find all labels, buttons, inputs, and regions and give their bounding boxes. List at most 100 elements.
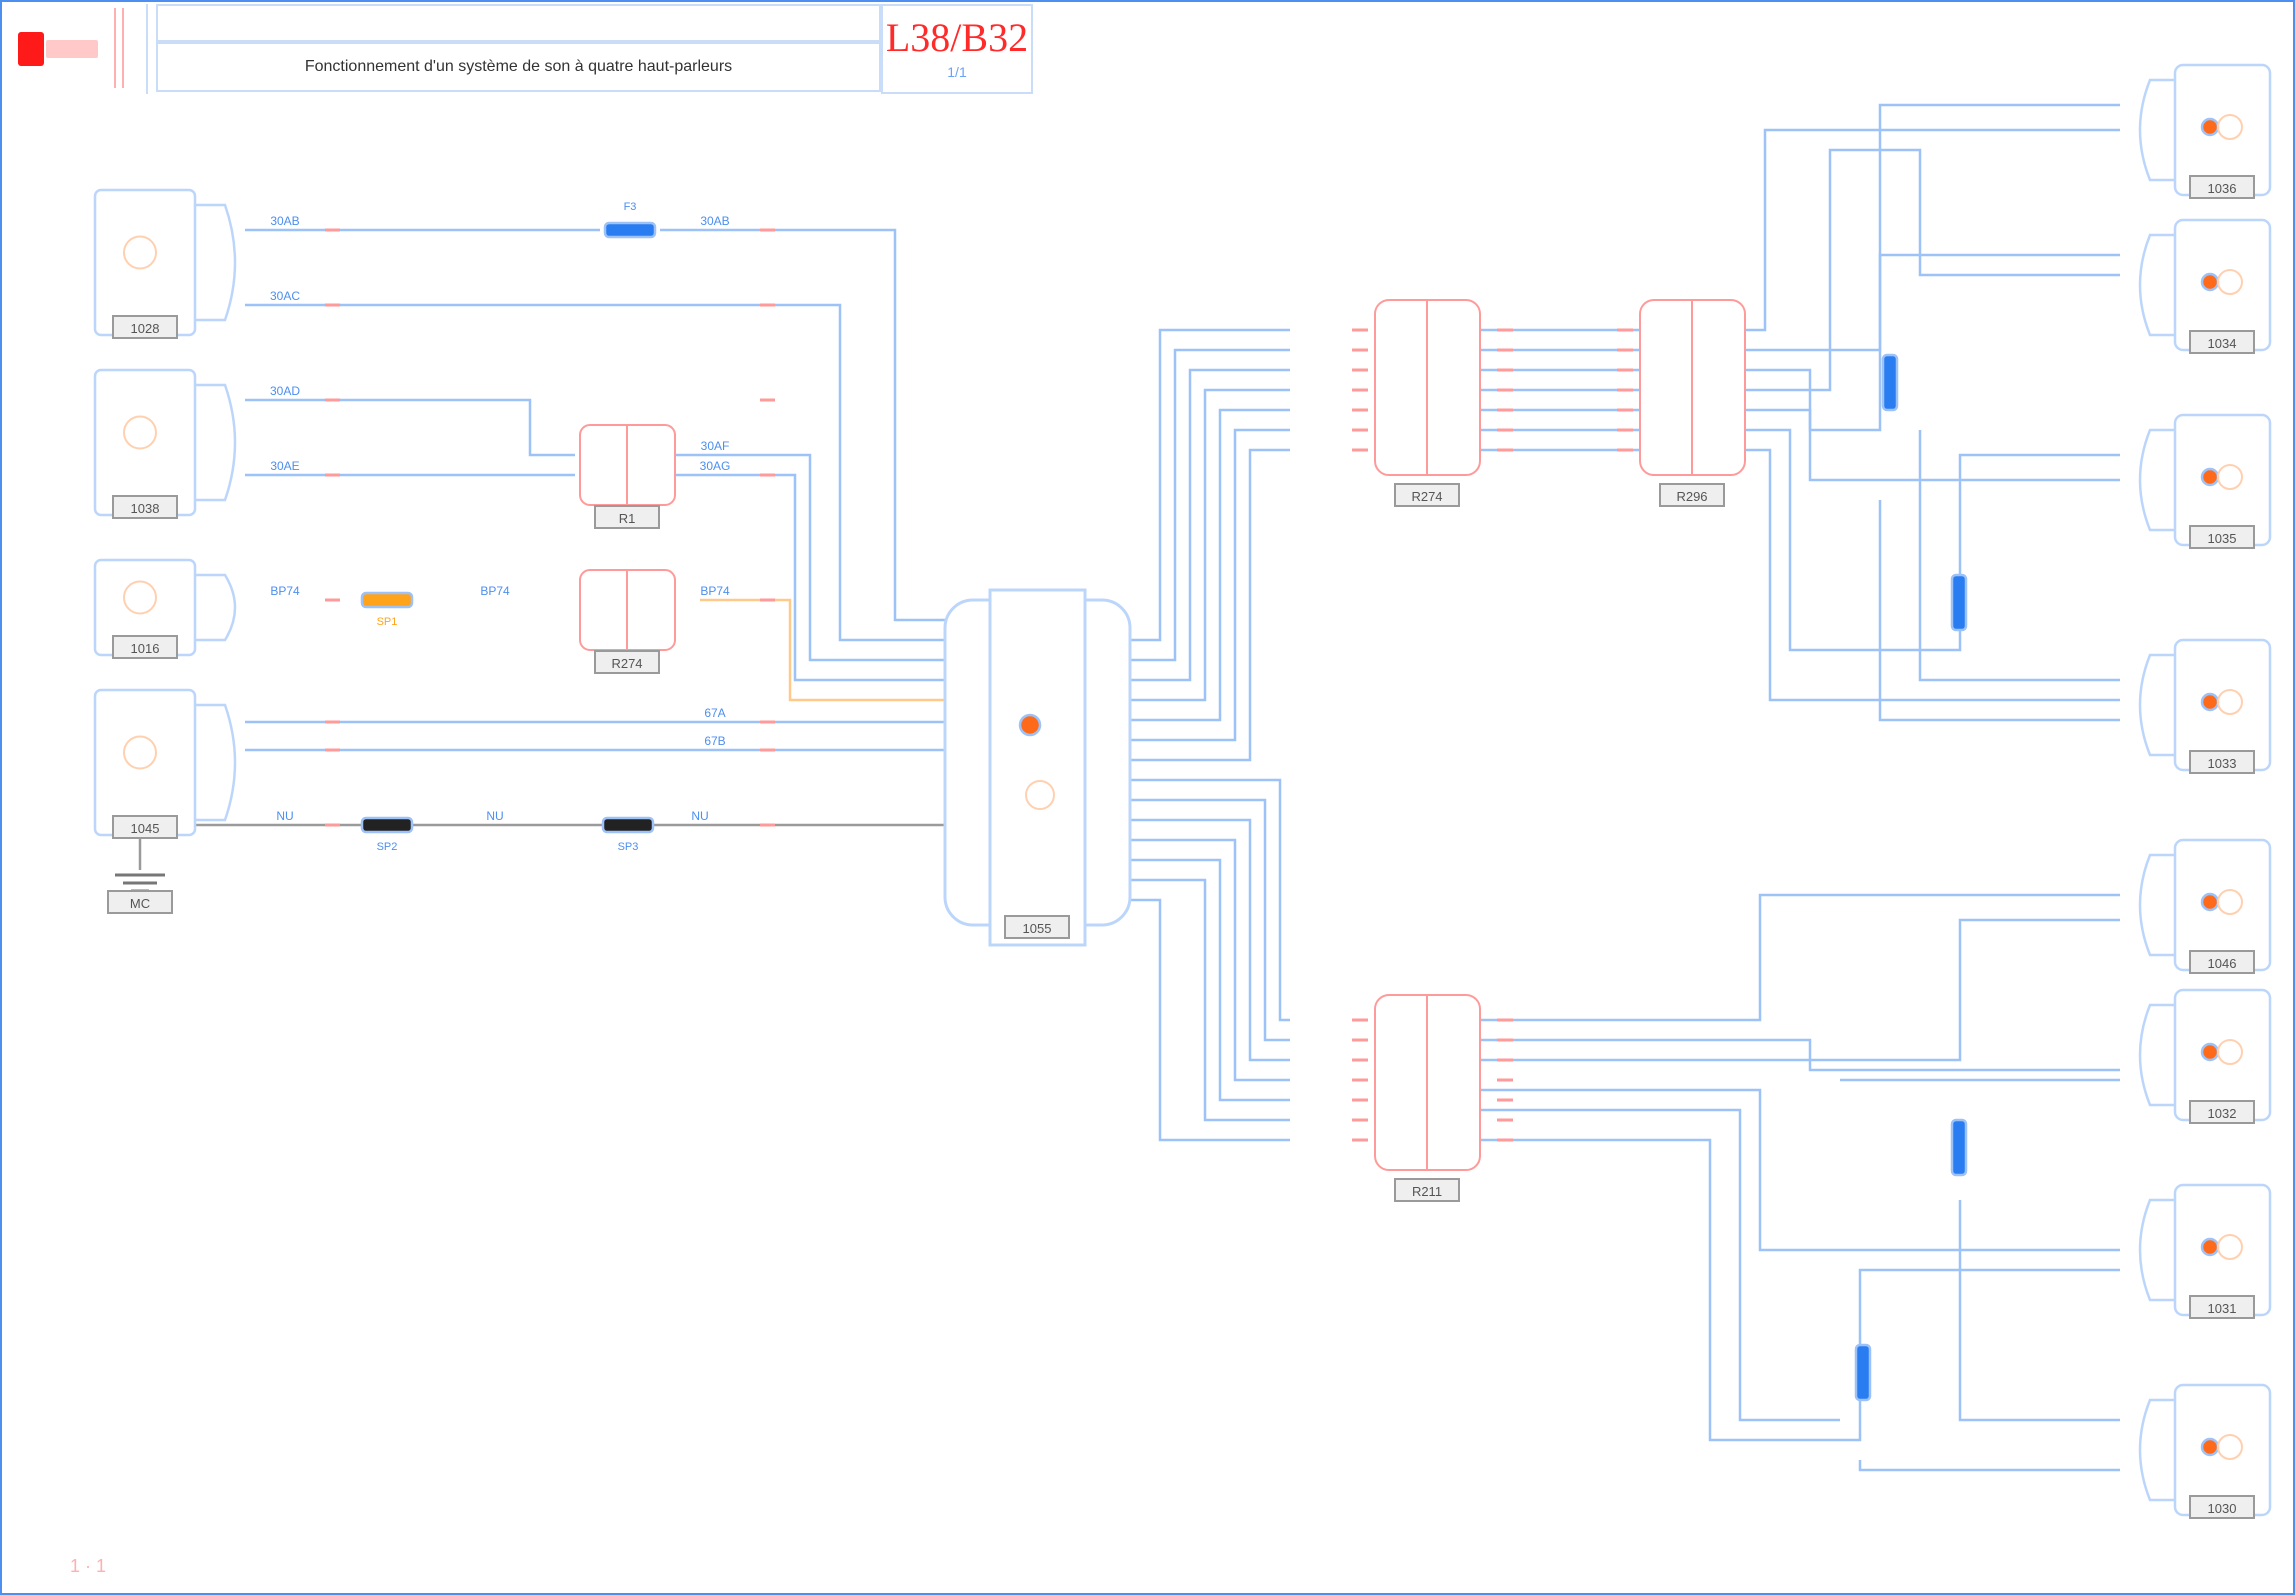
speaker-plug-8 [2138,1398,2175,1502]
speaker-ring-5 [2217,889,2243,915]
diagram-code-cell: L38/B32 1/1 [881,4,1033,94]
speaker-label-1-box [2189,175,2255,199]
diagram-code: L38/B32 [885,15,1029,60]
wire-label-w8: BP74 [270,584,300,598]
speaker-ring-1 [2217,114,2243,140]
wire-label-w9: BP74 [480,584,510,598]
ground-label-box [107,890,173,914]
central-unit-accent [1018,713,1042,737]
ground-splice-2 [601,816,655,834]
speaker-ring-3 [2217,464,2243,490]
speaker-cone-1 [2200,117,2220,137]
splice-vertical-1 [1881,353,1899,412]
speaker-cone-8 [2200,1437,2220,1457]
ground-wire [138,823,950,870]
speaker-cone-5 [2200,892,2220,912]
junction-block-label-1: R274 [1411,489,1442,504]
left-component-plug-1 [195,203,237,322]
left-component-label-1: 1028 [131,321,160,336]
speaker-ring-6 [2217,1039,2243,1065]
central-unit-symbol [1025,780,1055,810]
logo-mark [18,32,44,66]
fuse-label-2: SP1 [377,616,398,628]
ground-label: MC [130,896,150,911]
left-component-label-4-box [112,815,178,839]
speaker-label-8-box [2189,1495,2255,1519]
speaker-label-7: 1031 [2208,1301,2237,1316]
components [93,63,2272,1517]
speaker-ring-4 [2217,689,2243,715]
left-component-plug-2 [195,383,237,502]
speaker-plug-2 [2138,233,2175,337]
speaker-label-2: 1034 [2208,336,2237,351]
connector-markers [325,228,1633,1142]
inline-connector-label-2-box [594,650,660,674]
left-component-label-2-box [112,495,178,519]
speaker-cone-2 [2200,272,2220,292]
left-component-symbol-3 [123,580,157,615]
left-component-label-2: 1038 [131,501,160,516]
speaker-plug-4 [2138,653,2175,757]
speaker-cone-7 [2200,1237,2220,1257]
left-component-2 [93,368,197,517]
junction-block-label-3: R211 [1412,1184,1442,1199]
wire-label-w5: 30AE [270,459,299,473]
ground-symbol [115,873,165,893]
left-component-plug-4 [195,703,237,822]
wire-label-w13: NU [276,809,293,823]
central-unit-label-box [1004,915,1070,939]
speaker-label-5-box [2189,950,2255,974]
speaker-ring-8 [2217,1434,2243,1460]
diagram-code-sub: 1/1 [947,64,967,80]
left-component-1 [93,188,197,337]
logo-mark-secondary [46,40,98,58]
wires [245,103,2120,1472]
logo-bar [114,8,124,88]
speaker-label-8: 1030 [2208,1501,2237,1516]
diagram-description: Fonctionnement d'un système de son à qua… [156,42,881,92]
junction-block-label-3-box [1394,1178,1460,1202]
speaker-plug-5 [2138,853,2175,957]
wire-label-w10: BP74 [700,584,730,598]
speaker-label-4: 1033 [2208,756,2237,771]
wire-label-w11: 67A [704,706,725,720]
title-block: Fonctionnement d'un système de son à qua… [6,4,1033,94]
wire-label-w6: 30AF [701,439,730,453]
speaker-label-3-box [2189,525,2255,549]
wire-label-w1: 30AB [270,214,299,228]
wire-label-w3: 30AC [270,289,300,303]
logo [6,4,148,94]
speaker-plug-7 [2138,1198,2175,1302]
speaker-plug-1 [2138,78,2175,182]
speaker-cone-6 [2200,1042,2220,1062]
wire-label-w4: 30AD [270,384,300,398]
ground-splice-1 [360,816,414,834]
wire-label-w7: 30AG [700,459,731,473]
wire-label-w14: NU [486,809,503,823]
speaker-label-7-box [2189,1295,2255,1319]
junction-block-label-2: R296 [1676,489,1707,504]
left-component-symbol-1 [123,235,157,270]
left-component-plug-3 [195,573,237,642]
speaker-label-4-box [2189,750,2255,774]
left-component-label-1-box [112,315,178,339]
inline-connector-label-2: R274 [611,656,642,671]
speaker-plug-6 [2138,1003,2175,1107]
speaker-label-5: 1046 [2208,956,2237,971]
wire-label-w2: 30AB [700,214,729,228]
left-component-4 [93,688,197,837]
speaker-label-2-box [2189,330,2255,354]
splice-vertical-3 [1950,1118,1968,1177]
inline-connector-label-1-box [594,505,660,529]
speaker-cone-3 [2200,467,2220,487]
speaker-label-6-box [2189,1100,2255,1124]
speaker-label-1: 1036 [2208,181,2237,196]
page-mark: 1 · 1 [70,1556,107,1576]
left-component-symbol-4 [123,735,157,770]
fuse-1 [360,591,414,609]
fuse-label-1: F3 [624,201,637,213]
junction-block-label-2-box [1659,483,1725,507]
